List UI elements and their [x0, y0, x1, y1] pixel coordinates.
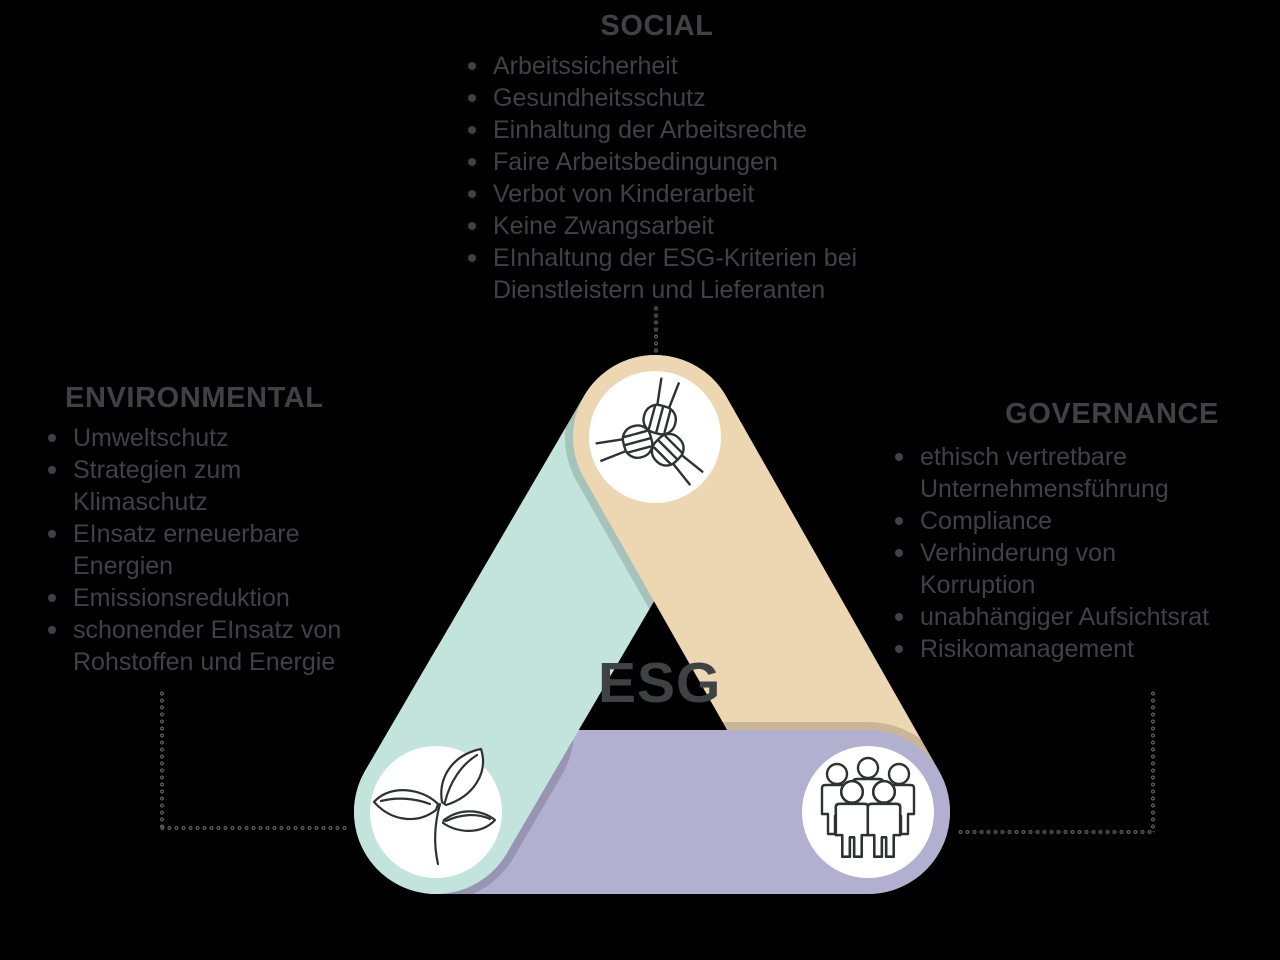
environmental-item: Strategien zum	[73, 455, 242, 484]
list-item: EInhaltung der ESG-Kriterien bei	[468, 242, 857, 274]
bullet-dot	[895, 517, 903, 525]
environmental-item: Energien	[73, 551, 174, 580]
list-item: Umweltschutz	[48, 422, 341, 454]
governance-item: Verhinderung von	[920, 538, 1116, 567]
governance-item: Korruption	[920, 570, 1036, 599]
list-item-continuation: Energien	[48, 550, 341, 582]
governance-connector-horizontal	[957, 829, 1155, 835]
list-item: Risikomanagement	[895, 633, 1219, 665]
social-title: SOCIAL	[600, 10, 714, 42]
social-item: Gesundheitsschutz	[493, 83, 706, 112]
list-item: Faire Arbeitsbedingungen	[468, 146, 857, 178]
list-item: Keine Zwangsarbeit	[468, 210, 857, 242]
governance-item: ethisch vertretbare	[920, 442, 1128, 471]
governance-item: Risikomanagement	[920, 634, 1134, 663]
environmental-connector-horizontal	[159, 825, 349, 831]
list-item: Verbot von Kinderarbeit	[468, 178, 857, 210]
bullet-dot	[895, 645, 903, 653]
social-item: Arbeitssicherheit	[493, 51, 678, 80]
social-item: EInhaltung der ESG-Kriterien bei	[493, 243, 858, 272]
governance-item: Compliance	[920, 506, 1053, 535]
list-item: Emissionsreduktion	[48, 582, 341, 614]
list-item: schonender EInsatz von	[48, 614, 341, 646]
environmental-item: Emissionsreduktion	[73, 583, 290, 612]
list-item: unabhängiger Aufsichtsrat	[895, 601, 1219, 633]
bullet-dot	[468, 190, 476, 198]
list-item-continuation: Korruption	[895, 569, 1219, 601]
list-item-continuation: Rohstoffen und Energie	[48, 646, 341, 678]
governance-item: unabhängiger Aufsichtsrat	[920, 602, 1210, 631]
environmental-item: schonender EInsatz von	[73, 615, 342, 644]
environmental-item: Umweltschutz	[73, 423, 229, 452]
bullet-dot	[895, 453, 903, 461]
governance-item: Unternehmensführung	[920, 474, 1169, 503]
leaf-icon	[372, 747, 497, 866]
list-item: EInsatz erneuerbare	[48, 518, 341, 550]
bullet-dot	[48, 466, 56, 474]
social-item: Verbot von Kinderarbeit	[493, 179, 755, 208]
list-item: Einhaltung der Arbeitsrechte	[468, 114, 857, 146]
environmental-section: ENVIRONMENTAL Umweltschutz Strategien zu…	[40, 382, 341, 678]
list-item-continuation: Dienstleistern und Lieferanten	[468, 274, 857, 306]
social-item: Dienstleistern und Lieferanten	[493, 275, 826, 304]
bullet-dot	[895, 613, 903, 621]
bullet-dot	[468, 126, 476, 134]
list-item: Compliance	[895, 505, 1219, 537]
bullet-dot	[48, 434, 56, 442]
governance-list: ethisch vertretbare Unternehmensführung …	[893, 441, 1219, 665]
governance-connector-vertical	[1150, 690, 1156, 832]
bullet-dot	[895, 549, 903, 557]
environmental-item: Klimaschutz	[73, 487, 208, 516]
list-item: Gesundheitsschutz	[468, 82, 857, 114]
bullet-dot	[468, 254, 476, 262]
social-item: Faire Arbeitsbedingungen	[493, 147, 778, 176]
list-item-continuation: Unternehmensführung	[895, 473, 1219, 505]
governance-section: GOVERNANCE ethisch vertretbare Unternehm…	[893, 398, 1219, 665]
social-list: Arbeitssicherheit Gesundheitsschutz Einh…	[468, 50, 857, 306]
list-item: Strategien zum	[48, 454, 341, 486]
governance-title: GOVERNANCE	[1005, 398, 1219, 430]
bullet-dot	[468, 94, 476, 102]
environmental-connector-vertical	[159, 690, 165, 828]
esg-center-label: ESG	[598, 651, 722, 715]
social-item: Keine Zwangsarbeit	[493, 211, 714, 240]
list-item: Arbeitssicherheit	[468, 50, 857, 82]
social-connector-line	[653, 305, 659, 355]
social-section: SOCIAL Arbeitssicherheit Gesundheitsschu…	[468, 10, 857, 306]
bullet-dot	[48, 530, 56, 538]
environmental-list: Umweltschutz Strategien zum Klimaschutz …	[40, 422, 341, 678]
list-item: ethisch vertretbare	[895, 441, 1219, 473]
list-item: Verhinderung von	[895, 537, 1219, 569]
environmental-title: ENVIRONMENTAL	[65, 382, 324, 414]
environmental-item: Rohstoffen und Energie	[73, 647, 336, 676]
top-corner-circle	[589, 371, 721, 503]
bullet-dot	[468, 62, 476, 70]
bullet-dot	[468, 222, 476, 230]
bullet-dot	[48, 626, 56, 634]
bullet-dot	[48, 594, 56, 602]
environmental-item: EInsatz erneuerbare	[73, 519, 300, 548]
bullet-dot	[468, 158, 476, 166]
social-item: Einhaltung der Arbeitsrechte	[493, 115, 808, 144]
list-item-continuation: Klimaschutz	[48, 486, 341, 518]
